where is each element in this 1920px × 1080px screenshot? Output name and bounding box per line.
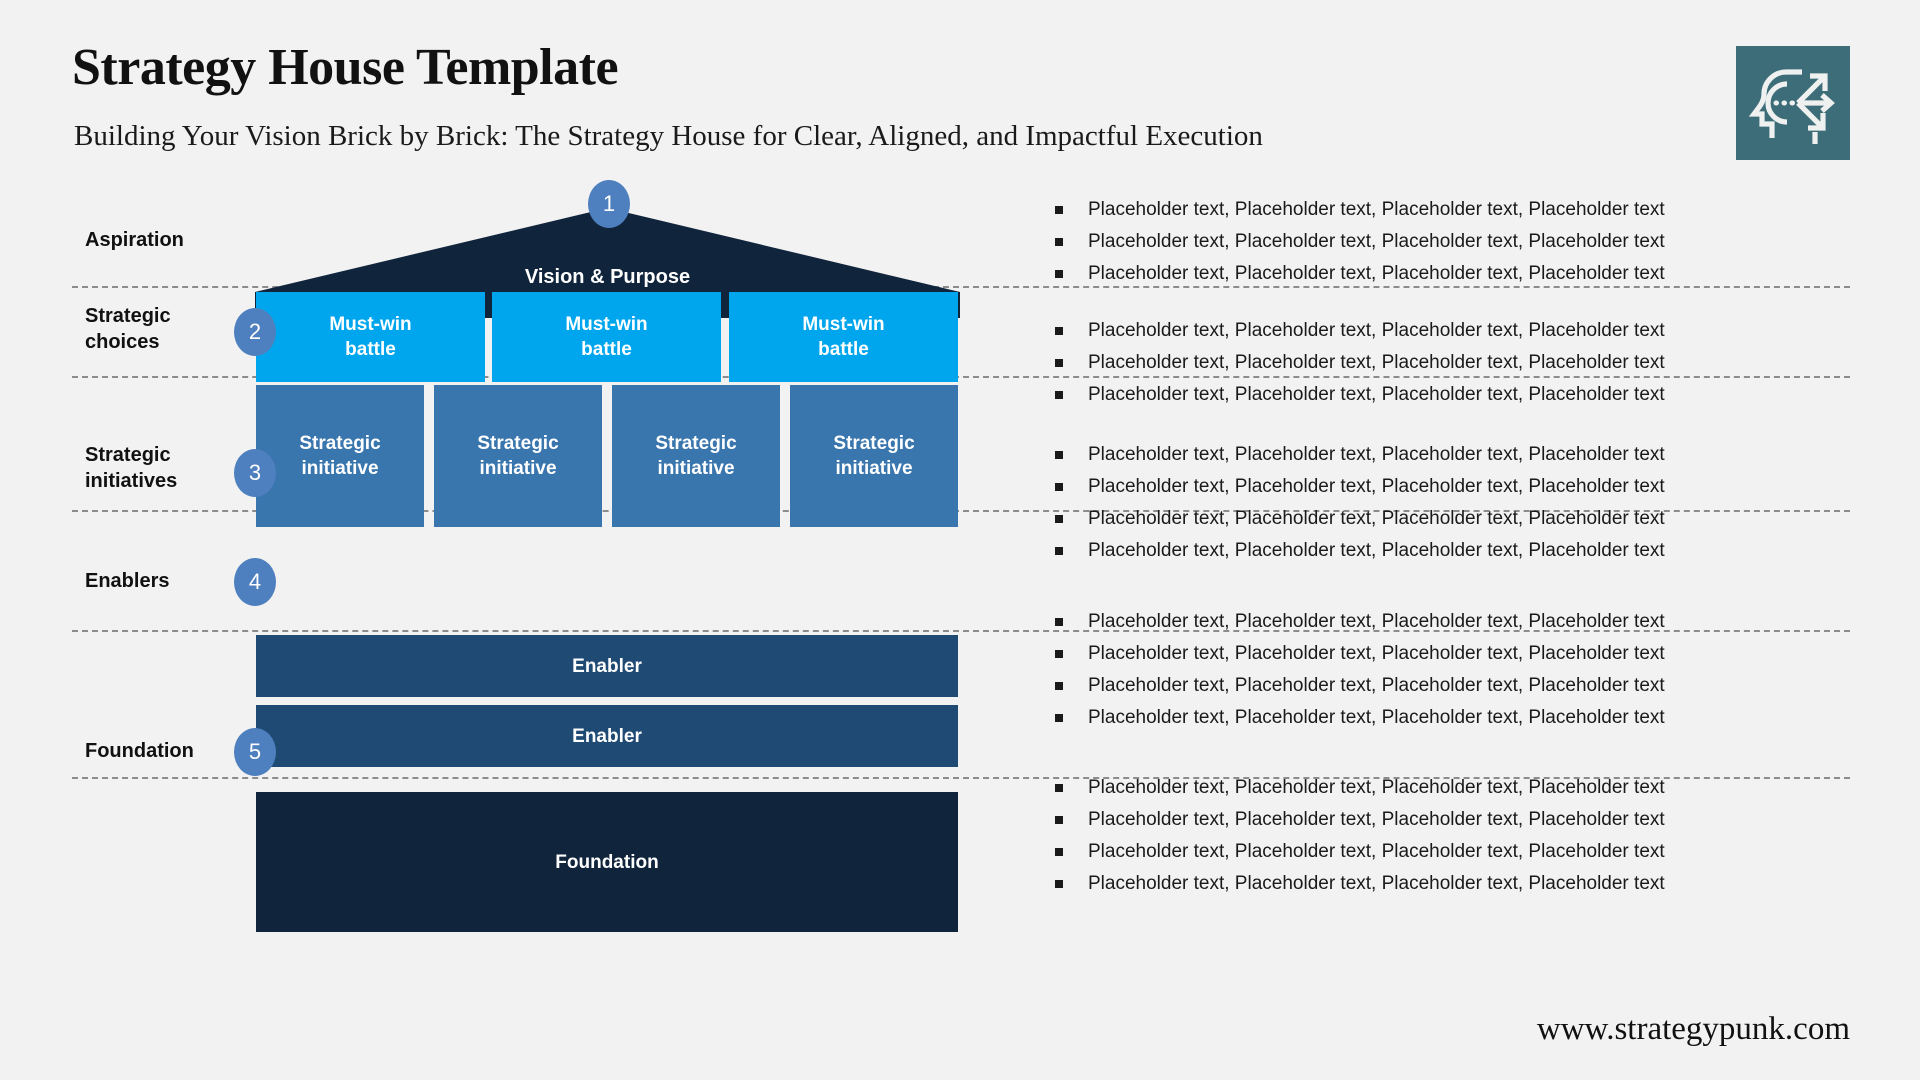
row-separator xyxy=(72,777,1850,779)
step-badge-1[interactable]: 1 xyxy=(588,180,630,228)
enabler-box[interactable]: Enabler xyxy=(256,705,958,767)
square-bullet-icon xyxy=(1055,880,1063,888)
note-item: Placeholder text, Placeholder text, Plac… xyxy=(1055,539,1855,562)
note-text: Placeholder text, Placeholder text, Plac… xyxy=(1088,777,1665,798)
note-item: Placeholder text, Placeholder text, Plac… xyxy=(1055,776,1855,799)
note-text: Placeholder text, Placeholder text, Plac… xyxy=(1088,508,1665,529)
row-separator xyxy=(72,376,1850,378)
square-bullet-icon xyxy=(1055,618,1063,626)
square-bullet-icon xyxy=(1055,714,1063,722)
note-item: Placeholder text, Placeholder text, Plac… xyxy=(1055,706,1855,729)
note-item: Placeholder text, Placeholder text, Plac… xyxy=(1055,872,1855,895)
notes-group-strategic-choices: Placeholder text, Placeholder text, Plac… xyxy=(1055,319,1855,415)
head-with-arrows-icon xyxy=(1736,46,1850,160)
note-item: Placeholder text, Placeholder text, Plac… xyxy=(1055,198,1855,221)
note-item: Placeholder text, Placeholder text, Plac… xyxy=(1055,475,1855,498)
row-label-enablers: Enablers xyxy=(85,570,170,592)
note-item: Placeholder text, Placeholder text, Plac… xyxy=(1055,262,1855,285)
square-bullet-icon xyxy=(1055,359,1063,367)
note-text: Placeholder text, Placeholder text, Plac… xyxy=(1088,320,1665,341)
note-item: Placeholder text, Placeholder text, Plac… xyxy=(1055,642,1855,665)
note-text: Placeholder text, Placeholder text, Plac… xyxy=(1088,199,1665,220)
notes-panel: Placeholder text, Placeholder text, Plac… xyxy=(1055,180,1855,980)
strategic-initiative-box[interactable]: Strategic initiative xyxy=(612,385,780,527)
must-win-battle-box[interactable]: Must-win battle xyxy=(492,292,721,382)
row-label-aspiration: Aspiration xyxy=(85,229,184,251)
step-badge-2[interactable]: 2 xyxy=(234,308,276,356)
square-bullet-icon xyxy=(1055,547,1063,555)
note-text: Placeholder text, Placeholder text, Plac… xyxy=(1088,643,1665,664)
square-bullet-icon xyxy=(1055,682,1063,690)
page-subtitle: Building Your Vision Brick by Brick: The… xyxy=(74,120,1263,152)
note-item: Placeholder text, Placeholder text, Plac… xyxy=(1055,674,1855,697)
square-bullet-icon xyxy=(1055,515,1063,523)
brand-logo xyxy=(1736,46,1850,160)
notes-group-aspiration: Placeholder text, Placeholder text, Plac… xyxy=(1055,198,1855,294)
note-item: Placeholder text, Placeholder text, Plac… xyxy=(1055,319,1855,342)
footer-website-url[interactable]: www.strategypunk.com xyxy=(1536,1011,1850,1047)
note-text: Placeholder text, Placeholder text, Plac… xyxy=(1088,263,1665,284)
roof-shape[interactable]: Vision & Purpose xyxy=(255,208,960,318)
square-bullet-icon xyxy=(1055,238,1063,246)
notes-group-strategic-initiatives: Placeholder text, Placeholder text, Plac… xyxy=(1055,443,1855,571)
note-item: Placeholder text, Placeholder text, Plac… xyxy=(1055,443,1855,466)
strategy-house-diagram: Aspiration 1 Vision & Purpose Strategic … xyxy=(0,180,1920,980)
step-badge-5[interactable]: 5 xyxy=(234,728,276,776)
row-separator xyxy=(72,286,1850,288)
square-bullet-icon xyxy=(1055,391,1063,399)
note-text: Placeholder text, Placeholder text, Plac… xyxy=(1088,873,1665,894)
note-text: Placeholder text, Placeholder text, Plac… xyxy=(1088,352,1665,373)
strategic-initiative-box[interactable]: Strategic initiative xyxy=(790,385,958,527)
strategic-initiative-box[interactable]: Strategic initiative xyxy=(434,385,602,527)
roof-triangle-icon xyxy=(255,208,960,318)
note-text: Placeholder text, Placeholder text, Plac… xyxy=(1088,707,1665,728)
note-text: Placeholder text, Placeholder text, Plac… xyxy=(1088,675,1665,696)
row-separator xyxy=(72,510,1850,512)
note-item: Placeholder text, Placeholder text, Plac… xyxy=(1055,840,1855,863)
note-text: Placeholder text, Placeholder text, Plac… xyxy=(1088,540,1665,561)
square-bullet-icon xyxy=(1055,451,1063,459)
note-text: Placeholder text, Placeholder text, Plac… xyxy=(1088,231,1665,252)
row-label-foundation: Foundation xyxy=(85,740,194,762)
note-item: Placeholder text, Placeholder text, Plac… xyxy=(1055,808,1855,831)
step-badge-3[interactable]: 3 xyxy=(234,449,276,497)
roof-label: Vision & Purpose xyxy=(524,266,691,288)
notes-group-foundation: Placeholder text, Placeholder text, Plac… xyxy=(1055,776,1855,904)
note-item: Placeholder text, Placeholder text, Plac… xyxy=(1055,507,1855,530)
square-bullet-icon xyxy=(1055,816,1063,824)
square-bullet-icon xyxy=(1055,483,1063,491)
strategic-initiative-box[interactable]: Strategic initiative xyxy=(256,385,424,527)
note-item: Placeholder text, Placeholder text, Plac… xyxy=(1055,230,1855,253)
notes-group-enablers: Placeholder text, Placeholder text, Plac… xyxy=(1055,610,1855,738)
square-bullet-icon xyxy=(1055,848,1063,856)
page-title: Strategy House Template xyxy=(72,39,619,96)
square-bullet-icon xyxy=(1055,650,1063,658)
square-bullet-icon xyxy=(1055,270,1063,278)
note-text: Placeholder text, Placeholder text, Plac… xyxy=(1088,476,1665,497)
note-item: Placeholder text, Placeholder text, Plac… xyxy=(1055,383,1855,406)
row-separator xyxy=(72,630,1850,632)
page-header: Strategy House Template Building Your Vi… xyxy=(0,0,1920,180)
foundation-box[interactable]: Foundation xyxy=(256,792,958,932)
square-bullet-icon xyxy=(1055,784,1063,792)
note-text: Placeholder text, Placeholder text, Plac… xyxy=(1088,444,1665,465)
row-label-strategic-choices: Strategic choices xyxy=(85,305,171,353)
note-text: Placeholder text, Placeholder text, Plac… xyxy=(1088,611,1665,632)
square-bullet-icon xyxy=(1055,327,1063,335)
row-label-strategic-initiatives: Strategic initiatives xyxy=(85,444,178,492)
note-text: Placeholder text, Placeholder text, Plac… xyxy=(1088,841,1665,862)
note-text: Placeholder text, Placeholder text, Plac… xyxy=(1088,384,1665,405)
note-item: Placeholder text, Placeholder text, Plac… xyxy=(1055,351,1855,374)
note-text: Placeholder text, Placeholder text, Plac… xyxy=(1088,809,1665,830)
step-badge-4[interactable]: 4 xyxy=(234,558,276,606)
enabler-box[interactable]: Enabler xyxy=(256,635,958,697)
must-win-battle-box[interactable]: Must-win battle xyxy=(256,292,485,382)
note-item: Placeholder text, Placeholder text, Plac… xyxy=(1055,610,1855,633)
square-bullet-icon xyxy=(1055,206,1063,214)
must-win-battle-box[interactable]: Must-win battle xyxy=(729,292,958,382)
